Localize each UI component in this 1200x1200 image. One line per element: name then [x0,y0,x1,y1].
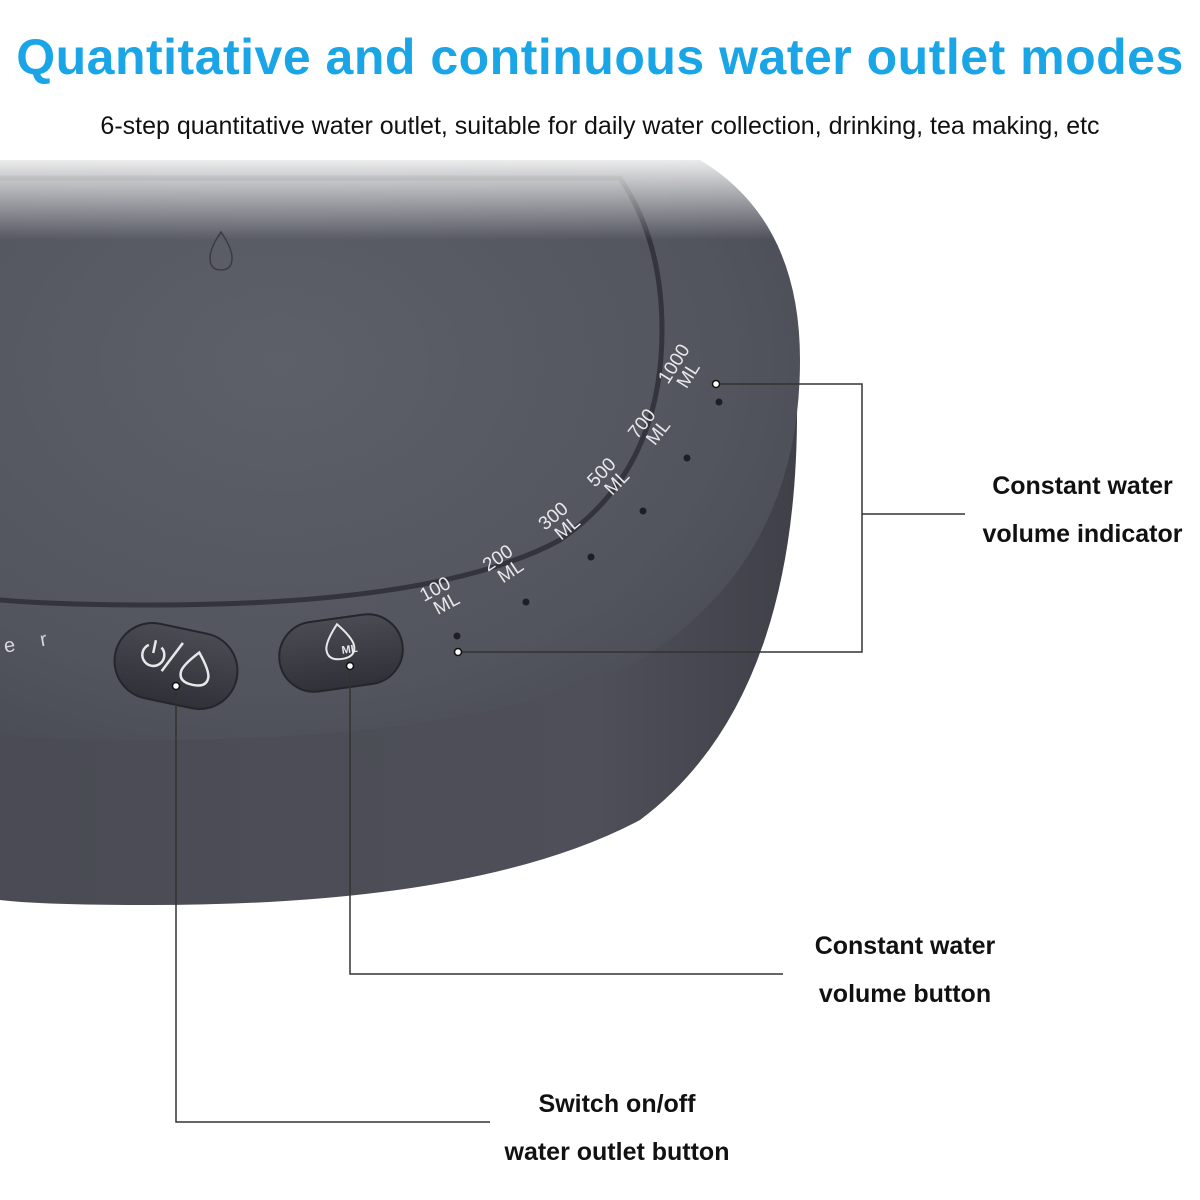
ml-button-shape [278,613,404,693]
callout-volume-button-line1: Constant water [814,932,996,960]
page-subtitle: 6-step quantitative water outlet, suitab… [100,112,1100,140]
power-water-icon [141,640,210,687]
callout-indicator-line1: Constant water [992,472,1173,500]
ml-drop-icon [325,622,356,661]
indicator-dots [453,398,723,640]
dispenser-top-face [0,160,800,740]
leader-anchor-dots [171,379,721,691]
leader-lines [175,383,965,1123]
page-title: Quantitative and continuous water outlet… [16,29,1184,85]
callout-indicator: Constant water volume indicator [965,462,1200,558]
callout-power-button-line2: water outlet button [504,1138,730,1166]
callout-power-button: Switch on/off water outlet button [487,1080,747,1176]
callout-power-button-line1: Switch on/off [538,1090,696,1118]
ml-button-label: ML [341,643,359,657]
callout-volume-button-line2: volume button [818,980,992,1008]
dispenser-inner-ring [0,175,665,608]
callout-volume-button: Constant water volume button [785,922,1025,1018]
callout-indicator-line2: volume indicator [982,520,1183,548]
water-drop-icon [209,230,233,271]
power-outlet-button-shape [113,622,239,710]
